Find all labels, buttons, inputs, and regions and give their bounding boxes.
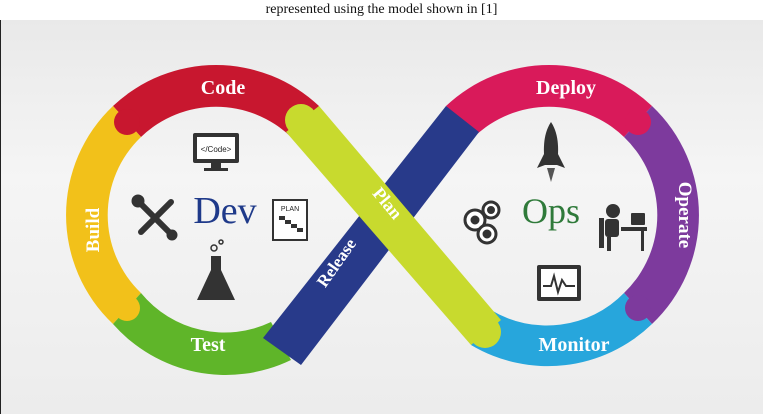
puzzle-knob bbox=[625, 109, 651, 135]
puzzle-knob bbox=[114, 295, 140, 321]
puzzle-knob bbox=[625, 295, 651, 321]
tools-icon bbox=[131, 194, 178, 241]
monitor-graph-icon bbox=[537, 265, 581, 301]
monitor-code-icon bbox=[193, 133, 239, 171]
label-monitor: Monitor bbox=[538, 334, 609, 356]
label-deploy: Deploy bbox=[536, 77, 596, 99]
label-code: Code bbox=[201, 77, 246, 99]
puzzle-knob bbox=[114, 109, 140, 135]
segment-monitor bbox=[471, 293, 652, 367]
segment-operate bbox=[624, 106, 699, 324]
segment-code bbox=[113, 65, 319, 137]
segment-test bbox=[113, 293, 291, 375]
plan-document-icon bbox=[272, 199, 308, 241]
devops-diagram: Code Build Test Plan Release Deploy Oper… bbox=[0, 20, 763, 414]
label-operate: Operate bbox=[674, 182, 695, 248]
gears-icon bbox=[463, 200, 501, 245]
puzzle-knob bbox=[469, 316, 501, 348]
caption-text: represented using the model shown in [1] bbox=[0, 0, 763, 20]
label-test: Test bbox=[191, 334, 226, 356]
operator-desk-icon bbox=[599, 204, 647, 251]
segment-plan bbox=[286, 106, 501, 345]
infinity-loop: Code Build Test Plan Release Deploy Oper… bbox=[66, 65, 699, 375]
segment-deploy bbox=[446, 65, 652, 137]
segment-build bbox=[66, 106, 141, 324]
flask-icon bbox=[197, 239, 235, 300]
ops-label: Ops bbox=[522, 191, 580, 231]
plan-doc-text: PLAN bbox=[281, 206, 299, 213]
puzzle-knob bbox=[285, 104, 317, 136]
dev-label: Dev bbox=[193, 190, 256, 232]
rocket-icon bbox=[537, 122, 565, 182]
label-build: Build bbox=[83, 207, 104, 252]
segment-release bbox=[263, 106, 479, 365]
code-screen-text: </Code> bbox=[201, 145, 232, 154]
